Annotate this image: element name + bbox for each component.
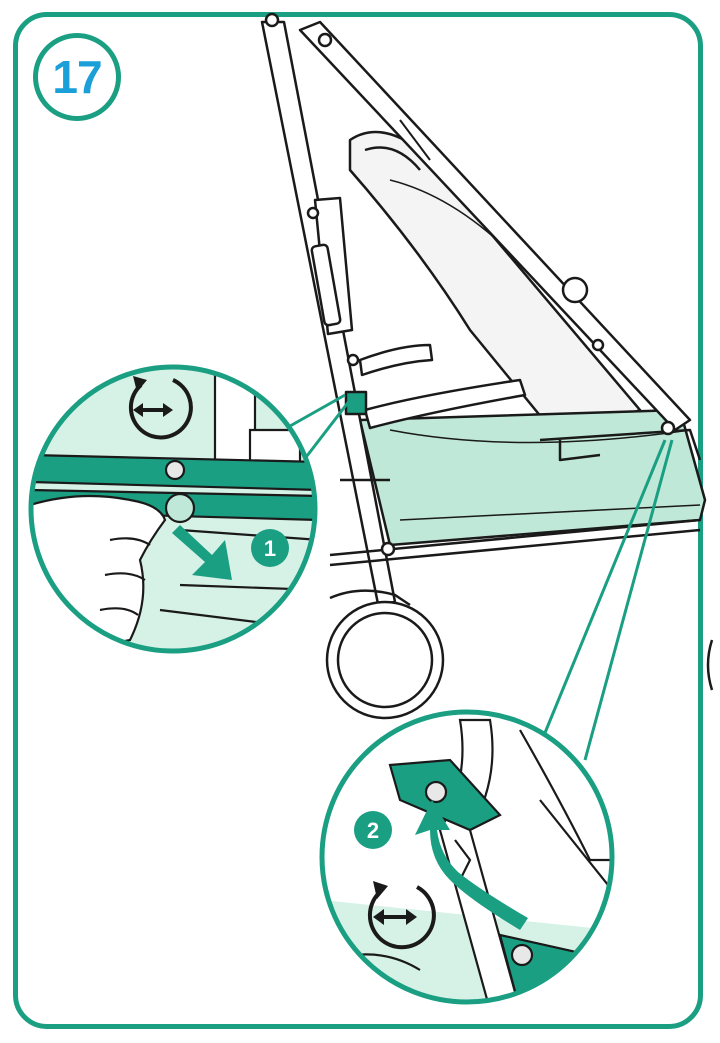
pull-arrow-icon	[172, 525, 232, 580]
callout-1-badge	[251, 529, 289, 567]
rotate-arrow-icon	[367, 881, 436, 950]
callout-2-label: 2	[367, 818, 379, 843]
step-number: 17	[52, 51, 102, 103]
seat-back-fabric	[348, 130, 642, 442]
right-rail	[298, 20, 692, 432]
zoom-detail-right	[319, 709, 615, 1005]
rotate-arrow-icon	[128, 376, 193, 440]
bumper-bar	[363, 378, 527, 430]
front-wheel	[325, 600, 445, 720]
step-badge: 17	[33, 33, 121, 121]
callout-1-label: 1	[264, 536, 276, 561]
stroller-frame	[260, 12, 714, 720]
seat-fabric	[358, 408, 707, 547]
zoom-leaders	[282, 393, 674, 761]
callout-2-badge	[354, 811, 392, 849]
lift-arrow-icon	[415, 800, 528, 930]
zoom-detail-left	[28, 364, 318, 654]
